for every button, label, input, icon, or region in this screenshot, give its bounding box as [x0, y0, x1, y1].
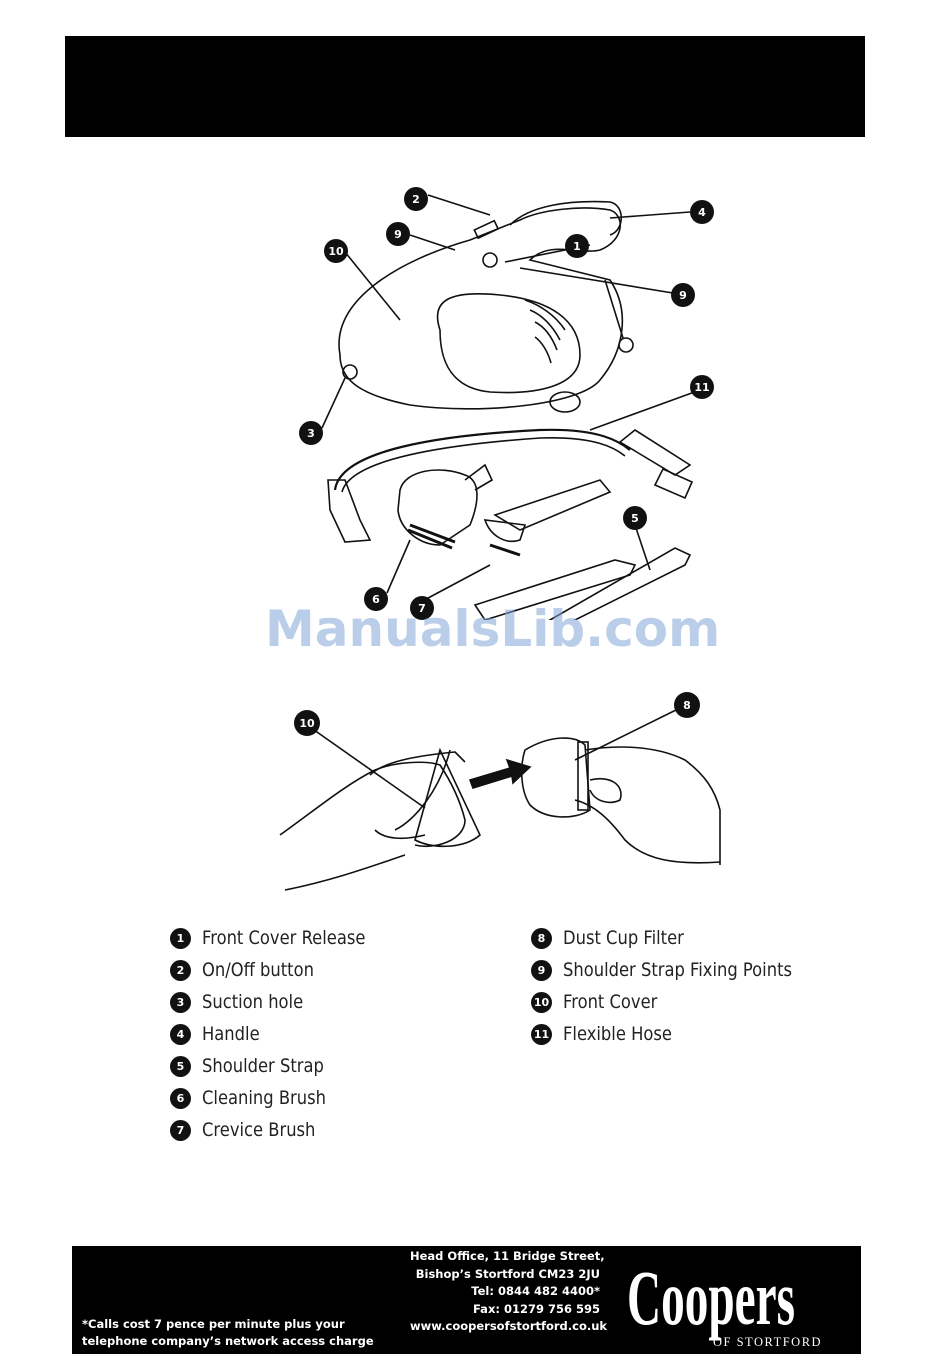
shoulder-strap: [473, 559, 637, 620]
note-line: telephone company’s network access charg…: [82, 1334, 374, 1348]
legend-label: Crevice Brush: [202, 1119, 316, 1141]
legend-label: Flexible Hose: [563, 1023, 672, 1045]
handle-shape: [509, 200, 623, 236]
legend-number: 10: [531, 991, 552, 1013]
footer-address: Head Office, 11 Bridge Street, Bishop’s …: [410, 1248, 608, 1336]
right-hand: [574, 746, 721, 865]
legend-number: 9: [531, 959, 552, 981]
callout-label: 10: [299, 717, 315, 730]
callout-label: 11: [694, 381, 709, 394]
legend-label: On/Off button: [202, 959, 314, 981]
callout-label: 3: [307, 427, 315, 440]
callout-label: 1: [573, 240, 581, 253]
callout-label: 4: [698, 206, 706, 219]
callout-markers: [299, 187, 714, 620]
suction-hole: [342, 364, 358, 380]
watermark: ManualsLib.com: [265, 600, 721, 658]
legend-item: 10 Front Cover: [531, 986, 829, 1018]
parts-legend-right: 8 Dust Cup Filter 9 Shoulder Strap Fixing …: [531, 922, 829, 1050]
dust-cup-filter: [520, 737, 591, 818]
legend-item: 7 Crevice Brush: [170, 1114, 392, 1146]
callout-label: 9: [679, 289, 687, 302]
legend-number: 8: [531, 927, 552, 949]
legend-label: Front Cover Release: [202, 927, 366, 949]
footer: Head Office, 11 Bridge Street, Bishop’s …: [72, 1246, 861, 1354]
legend-label: Front Cover: [563, 991, 658, 1013]
legend-label: Shoulder Strap: [202, 1055, 324, 1077]
callout-label: 2: [412, 193, 420, 206]
legend-number: 1: [170, 927, 191, 949]
parts-legend-left: 1 Front Cover Release 2 On/Off button 3 Suc…: [170, 922, 392, 1146]
svg-text:Coopers: Coopers: [627, 1254, 795, 1341]
flexible-hose: [333, 428, 631, 491]
legend-number: 3: [170, 991, 191, 1013]
dust-cup: [436, 292, 581, 394]
legend-number: 6: [170, 1087, 191, 1109]
legend-label: Suction hole: [202, 991, 304, 1013]
legend-number: 11: [531, 1023, 552, 1045]
address-line: Head Office, 11 Bridge Street,: [410, 1249, 605, 1263]
legend-item: 2 On/Off button: [170, 954, 392, 986]
legend-label: Cleaning Brush: [202, 1087, 326, 1109]
legend-number: 7: [170, 1119, 191, 1141]
call-charges-note: *Calls cost 7 pence per minute plus your…: [82, 1316, 374, 1350]
legend-item: 3 Suction hole: [170, 986, 392, 1018]
website-link[interactable]: www.coopersofstortford.co.uk: [410, 1319, 608, 1333]
legend-item: 4 Handle: [170, 1018, 392, 1050]
legend-item: 5 Shoulder Strap: [170, 1050, 392, 1082]
legend-item: 1 Front Cover Release: [170, 922, 392, 954]
on-off-switch: [473, 219, 500, 240]
legend-item: 11 Flexible Hose: [531, 1018, 829, 1050]
front-cover: [414, 747, 481, 848]
legend-item: 9 Shoulder Strap Fixing Points: [531, 954, 829, 986]
note-line: *Calls cost 7 pence per minute plus your: [82, 1317, 345, 1331]
legend-item: 8 Dust Cup Filter: [531, 922, 829, 954]
callout-label: 7: [418, 602, 426, 615]
legend-label: Shoulder Strap Fixing Points: [563, 959, 793, 981]
vacuum-body: [338, 207, 624, 410]
callout-label: 10: [328, 245, 344, 258]
legend-number: 4: [170, 1023, 191, 1045]
left-hand: [279, 761, 466, 891]
vacuum-exploded-diagram: 2 9 10 1 4 9 3 11 5 6 7: [280, 180, 750, 620]
legend-label: Handle: [202, 1023, 260, 1045]
legend-label: Dust Cup Filter: [563, 927, 684, 949]
legend-item: 6 Cleaning Brush: [170, 1082, 392, 1114]
callout-label: 8: [683, 699, 691, 712]
crevice-brush: [493, 479, 612, 531]
callout-label: 9: [394, 228, 402, 241]
top-banner: [65, 36, 865, 137]
coopers-logo: Coopers OF STORTFORD: [627, 1254, 822, 1349]
callout-label: 5: [631, 512, 639, 525]
address-line: Bishop’s Stortford CM23 2JU: [415, 1266, 600, 1281]
cleaning-brush: [397, 469, 478, 546]
legend-number: 5: [170, 1055, 191, 1077]
callout-label: 6: [372, 593, 380, 606]
legend-number: 2: [170, 959, 191, 981]
filter-removal-diagram: 10 8: [275, 690, 735, 895]
svg-text:OF STORTFORD: OF STORTFORD: [713, 1335, 822, 1349]
fax-line: Fax: 01279 756 595: [473, 1301, 600, 1316]
phone-line: Tel: 0844 482 4400*: [471, 1284, 600, 1298]
front-cover-release-button: [482, 252, 498, 268]
